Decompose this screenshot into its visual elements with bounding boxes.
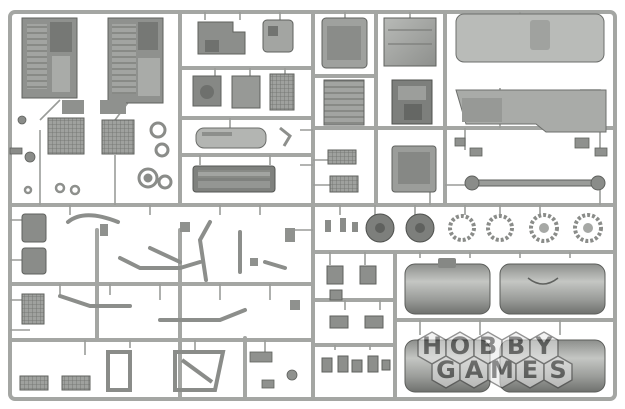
exhaust-parts	[195, 126, 292, 149]
gearbox-parts-top	[197, 19, 294, 55]
louvered-panel	[323, 79, 365, 126]
side-box	[391, 145, 437, 193]
pedals-small	[249, 351, 298, 389]
valve-parts	[321, 355, 391, 373]
small-levers-right	[454, 137, 608, 157]
bolts-small	[325, 218, 358, 232]
watermark-letter: A	[465, 356, 484, 384]
transmission-parts	[192, 73, 295, 111]
watermark-letter: B	[479, 332, 497, 360]
fuel-tank-1	[404, 258, 491, 315]
cab-panel-small	[321, 17, 368, 69]
watermark-letter: Y	[534, 332, 553, 360]
watermark-letter: H	[422, 332, 442, 360]
steering-linkage	[58, 213, 287, 322]
gears-cluster	[137, 121, 173, 190]
mudguard-large-bottom	[455, 89, 607, 133]
engine-block-right	[100, 17, 164, 114]
radiator-grilles	[47, 117, 135, 155]
drive-shaft	[464, 175, 606, 191]
sprue-frame	[8, 10, 617, 401]
watermark-letter: O	[450, 332, 470, 360]
wheel-hubs	[365, 213, 603, 243]
engine-block-left	[21, 17, 84, 114]
watermark-letter: M	[490, 356, 514, 384]
small-brackets-mid	[100, 222, 300, 310]
watermark-letter: G	[436, 356, 456, 384]
ring-parts-left	[23, 182, 81, 196]
frame-brackets-bottom	[106, 350, 226, 392]
mudguard-large-top	[455, 13, 605, 63]
air-filter	[391, 79, 433, 125]
fuel-tank-top	[383, 17, 437, 67]
watermark-letter: E	[522, 356, 538, 384]
spring-hangers	[21, 213, 47, 325]
grille-small	[327, 149, 359, 193]
watermark-letter: S	[549, 356, 566, 384]
steps-bottom	[19, 375, 91, 391]
lamp-parts	[326, 265, 384, 329]
fuel-tank-2	[499, 263, 606, 315]
watermark-letter: B	[507, 332, 525, 360]
small-knobs-left	[9, 115, 36, 163]
hobbygames-watermark: H O B B Y G A M E S	[417, 331, 573, 389]
battery-box	[192, 165, 276, 193]
